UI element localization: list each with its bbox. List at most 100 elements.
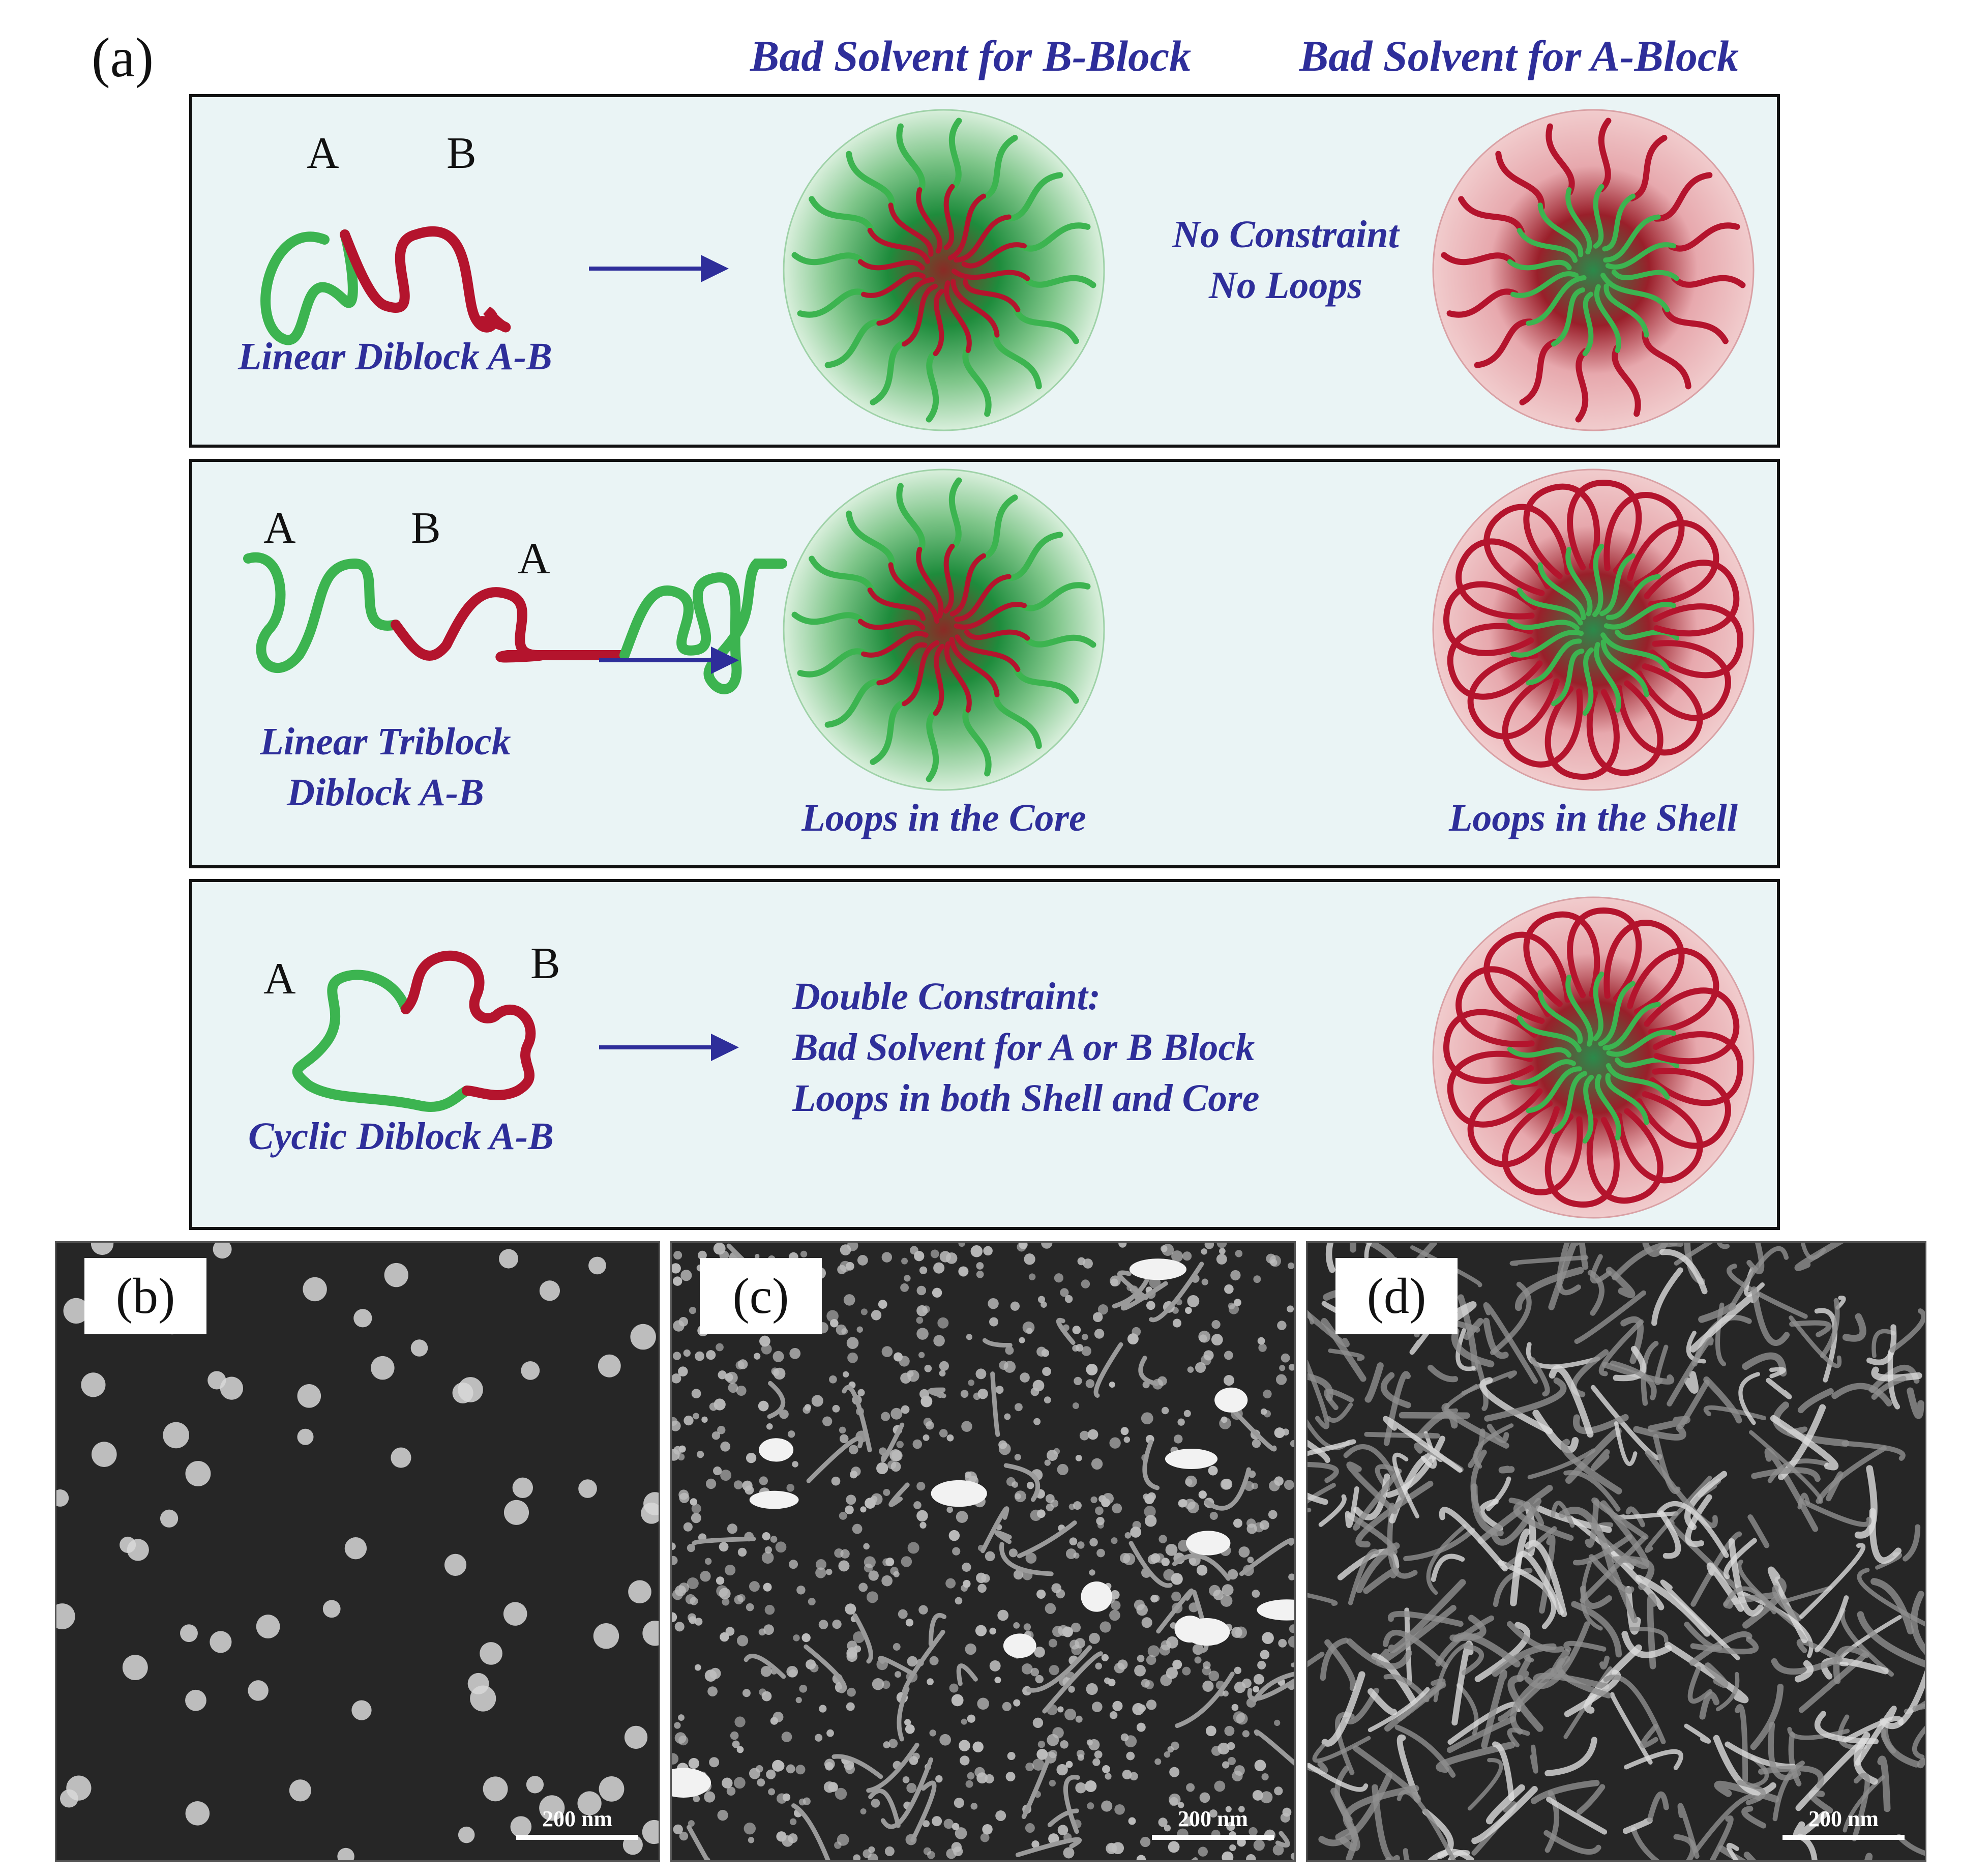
particle	[1048, 1638, 1057, 1648]
wormlike-micelle	[1346, 1638, 1412, 1669]
core-chain	[1510, 630, 1584, 658]
particle	[672, 1556, 678, 1565]
core-chain	[857, 259, 925, 271]
shell-chain	[1458, 196, 1525, 235]
particle	[776, 1831, 787, 1842]
wormlike-micelle	[1397, 1790, 1457, 1860]
wormlike-micelle	[1485, 1476, 1511, 1511]
wormlike-micelle	[1403, 1848, 1410, 1860]
particle	[677, 1366, 688, 1376]
particle	[683, 1522, 693, 1532]
particle	[1242, 1678, 1252, 1688]
particle	[916, 1510, 928, 1522]
particle	[303, 1277, 327, 1302]
particle	[989, 1627, 996, 1635]
particle	[1062, 1626, 1073, 1637]
particle	[1209, 1809, 1217, 1818]
wormlike-micelle	[1799, 1543, 1866, 1619]
particle	[1109, 1381, 1115, 1388]
particle	[826, 1310, 839, 1323]
particle	[578, 1479, 597, 1498]
particle	[988, 1298, 999, 1309]
shell-chain	[809, 196, 876, 235]
particle	[840, 1261, 851, 1272]
core-chain	[916, 187, 943, 254]
shell-loop	[1636, 1068, 1731, 1149]
wormlike-micelle	[1747, 1514, 1770, 1548]
particle	[722, 1598, 730, 1606]
wormlike-micelle	[1869, 1508, 1902, 1564]
particle	[694, 1664, 701, 1671]
core-chain	[962, 279, 1021, 313]
particle	[717, 1426, 726, 1434]
wormlike-micelle	[1659, 1249, 1708, 1295]
particle	[1278, 1638, 1287, 1648]
wormlike-micelle	[1498, 1465, 1515, 1474]
particle	[297, 1384, 321, 1408]
particle	[1260, 1650, 1270, 1660]
particle	[1025, 1552, 1037, 1564]
particle	[624, 1725, 648, 1749]
wormlike-micelle	[1687, 1666, 1713, 1704]
shell-loop	[1616, 663, 1703, 756]
wormlike-micelle	[1864, 1853, 1873, 1860]
particle	[185, 1461, 211, 1486]
wormlike-micelle	[1364, 1362, 1384, 1403]
shell-loop	[1455, 538, 1551, 620]
core-chain	[876, 642, 928, 686]
particle	[955, 1827, 967, 1839]
wormlike-micelle	[1738, 1372, 1761, 1425]
shell-chain	[992, 330, 1042, 390]
wormlike-micelle	[881, 1422, 905, 1462]
particle	[628, 1580, 651, 1604]
particle	[1226, 1822, 1235, 1831]
wormlike-micelle	[1364, 1243, 1373, 1259]
wormlike-micelle	[1451, 1640, 1474, 1726]
wormlike-micelle	[1911, 1591, 1925, 1655]
particle	[871, 1799, 880, 1808]
wormlike-micelle	[1501, 1526, 1557, 1571]
particle	[588, 1256, 606, 1275]
particle	[1075, 1782, 1086, 1794]
wormlike-micelle	[1633, 1425, 1686, 1441]
particle	[91, 1442, 117, 1467]
particle	[853, 1631, 865, 1644]
shell-loop	[1467, 652, 1560, 740]
particle	[1024, 1253, 1035, 1265]
particle	[1072, 1344, 1079, 1352]
particle	[772, 1351, 784, 1362]
particle	[672, 1612, 677, 1623]
core-chain	[1582, 1074, 1594, 1144]
shell-chain	[992, 689, 1042, 749]
particle	[789, 1818, 797, 1826]
wormlike-micelle	[692, 1536, 756, 1546]
particle	[868, 1853, 878, 1860]
particle	[674, 1722, 681, 1729]
scale-bar-line	[1782, 1835, 1905, 1840]
particle	[737, 1547, 747, 1557]
particle	[958, 1266, 969, 1277]
wormlike-micelle	[1371, 1653, 1418, 1708]
particle	[830, 1318, 839, 1328]
particle	[1288, 1573, 1294, 1580]
particle	[761, 1551, 774, 1564]
core-chain	[1582, 647, 1594, 716]
particle	[943, 1819, 954, 1829]
diblock-chain-b-block	[340, 226, 511, 333]
particle	[847, 1352, 858, 1363]
wormlike-micelle	[1410, 1245, 1482, 1287]
shell-loop	[1627, 948, 1719, 1035]
wormlike-micelle	[1599, 1655, 1610, 1670]
core-chain	[949, 637, 1000, 697]
particle	[811, 1395, 823, 1407]
scale-bar: 200 nm	[516, 1806, 638, 1840]
caption-cyclic-diblock: Cyclic Diblock A-B	[248, 1115, 554, 1158]
particle	[1069, 1537, 1078, 1546]
particle	[795, 1697, 802, 1704]
particle	[1257, 1660, 1266, 1669]
wormlike-micelle	[1321, 1671, 1365, 1747]
particle	[593, 1623, 619, 1649]
particle	[1044, 1459, 1051, 1466]
core-chain	[1603, 602, 1676, 630]
